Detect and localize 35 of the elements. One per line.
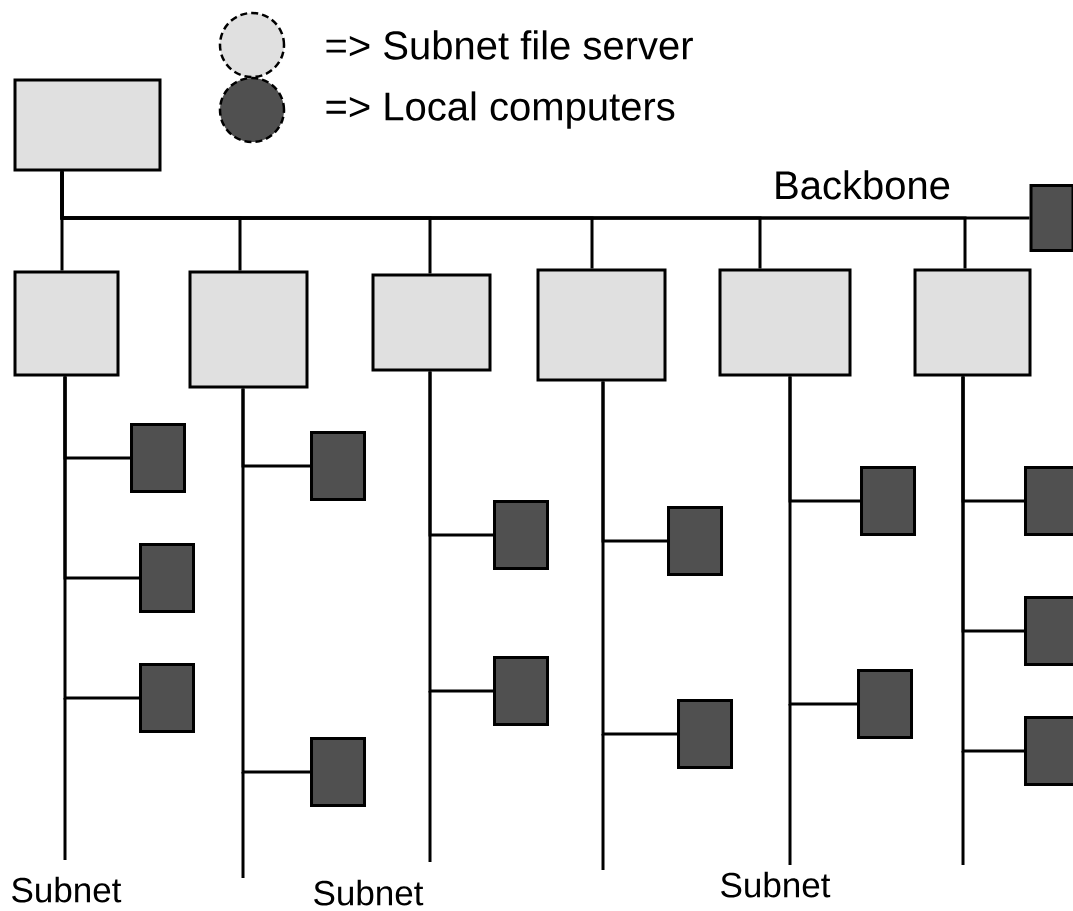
computer-box	[1029, 184, 1073, 252]
computer-box	[310, 737, 366, 807]
server-box	[913, 268, 1032, 377]
computer-box	[1024, 596, 1073, 666]
server-box	[13, 78, 162, 172]
computer-box	[130, 423, 186, 493]
computer-box	[1024, 716, 1073, 786]
server-box	[536, 268, 667, 382]
cable-line	[961, 376, 1024, 753]
server-box	[371, 273, 492, 372]
cable-line	[428, 371, 493, 693]
computer-box	[860, 466, 916, 536]
network-label: Subnet	[12, 876, 122, 903]
computer-box	[677, 699, 733, 769]
cable-line	[63, 376, 139, 700]
computer-box	[667, 506, 723, 576]
legend-text: => Subnet file server	[326, 30, 693, 60]
computer-box	[310, 431, 366, 501]
computer-box	[857, 669, 913, 739]
server-box	[188, 270, 309, 389]
computer-box	[139, 543, 195, 613]
server-box	[13, 270, 120, 377]
computer-box	[493, 500, 549, 570]
cable-line	[241, 388, 310, 774]
cable-line	[60, 171, 967, 269]
network-label: Subnet	[721, 871, 831, 898]
cable-line	[601, 381, 677, 736]
computer-box	[493, 656, 549, 726]
computer-box	[1024, 466, 1073, 536]
cable-line	[788, 376, 857, 706]
network-label: Backbone	[776, 170, 950, 200]
computer-box	[139, 663, 195, 733]
server-box	[718, 268, 852, 377]
legend-text: => Local computers	[326, 91, 675, 129]
network-label: Subnet	[314, 879, 424, 906]
